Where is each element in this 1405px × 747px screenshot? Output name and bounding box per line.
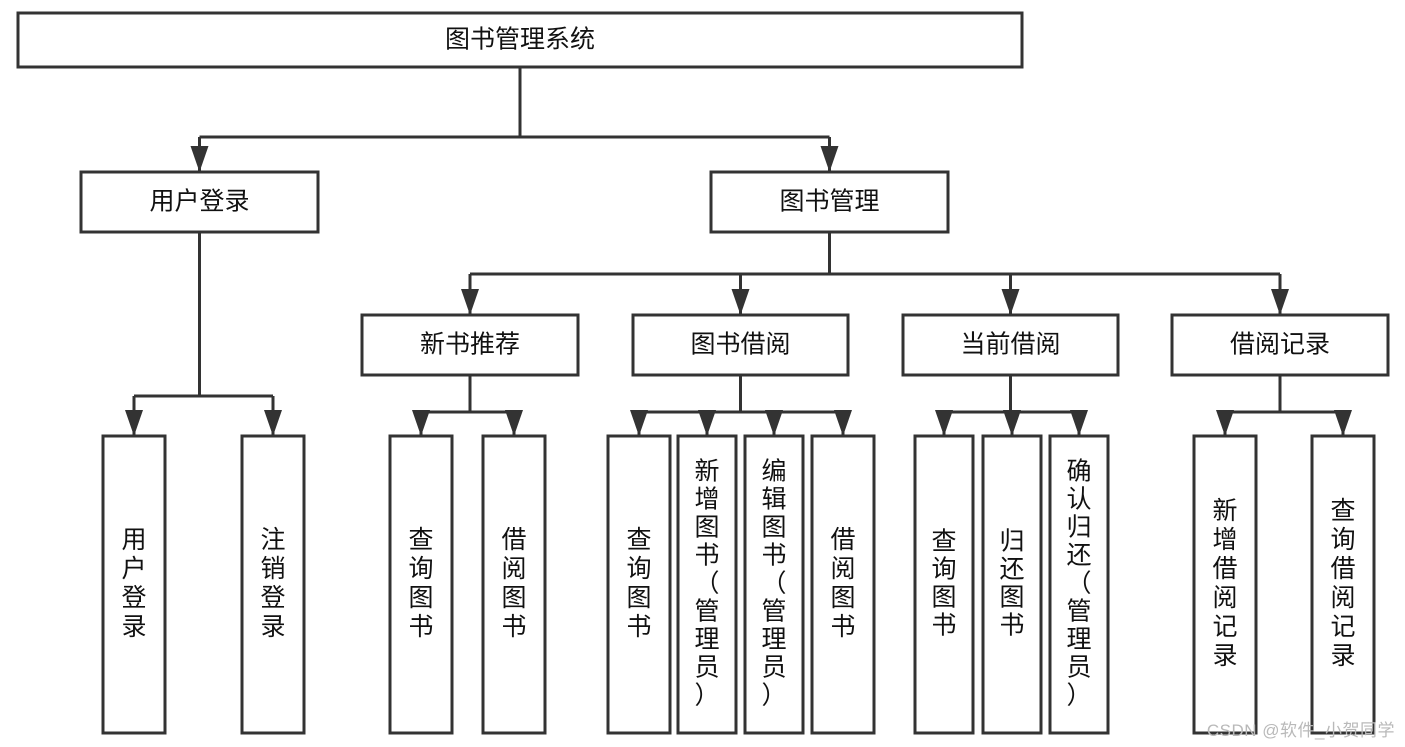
- node-label: 当前借阅: [960, 331, 1060, 359]
- arrow-head-leaf-2-1: [698, 410, 716, 436]
- node-box: [1310, 434, 1376, 735]
- arrow-head-leaf-3-2: [1070, 410, 1088, 436]
- node-label: 确认归还（管理员）: [1066, 457, 1091, 709]
- node-label: 用户登录: [149, 188, 249, 216]
- node-label: 新增图书（管理员）: [694, 457, 719, 709]
- arrow-head-leaf-2-0: [630, 410, 648, 436]
- node-box: [606, 434, 672, 735]
- node-label: 新增借阅记录: [1212, 497, 1237, 670]
- node-图书管理系统[interactable]: 图书管理系统: [16, 11, 1024, 69]
- node-box: [676, 434, 738, 735]
- node-用户登录[interactable]: 用户登录: [79, 170, 320, 234]
- node-label: 图书管理: [779, 188, 879, 216]
- node-label: 借阅图书: [830, 526, 855, 641]
- arrow-head-leaf-1-0: [412, 410, 430, 436]
- node-box: [79, 170, 320, 234]
- arrow-head-level3-1: [731, 289, 750, 315]
- arrow-head-leaf-4-0: [1216, 410, 1234, 436]
- node-box: [631, 313, 850, 377]
- node-box: [388, 434, 454, 735]
- arrow-head-leaf-0-1: [264, 410, 282, 436]
- node-label: 图书管理系统: [445, 26, 595, 54]
- node-label: 图书借阅: [690, 331, 790, 359]
- arrow-head-level3-3: [1271, 289, 1289, 315]
- node-新增图书管理员[interactable]: 新增图书（管理员）: [676, 434, 738, 735]
- node-归还图书[interactable]: 归还图书: [981, 434, 1043, 735]
- arrow-head-level3-0: [461, 289, 479, 315]
- node-box: [913, 434, 975, 735]
- node-查询借阅记录[interactable]: 查询借阅记录: [1310, 434, 1376, 735]
- node-box: [810, 434, 876, 735]
- node-用户登录[interactable]: 用户登录: [101, 434, 167, 735]
- node-label: 查询图书: [931, 527, 956, 639]
- node-box: [901, 313, 1120, 377]
- node-box: [1170, 313, 1390, 377]
- node-新书推荐[interactable]: 新书推荐: [360, 313, 580, 377]
- connector-layer: [125, 67, 1352, 436]
- node-查询图书[interactable]: 查询图书: [913, 434, 975, 735]
- arrow-head-leaf-2-3: [834, 410, 852, 436]
- node-box: [1192, 434, 1258, 735]
- node-借阅记录[interactable]: 借阅记录: [1170, 313, 1390, 377]
- node-label: 查询图书: [408, 526, 433, 641]
- node-查询图书[interactable]: 查询图书: [606, 434, 672, 735]
- arrow-head-leaf-1-1: [505, 410, 523, 436]
- node-box: [101, 434, 167, 735]
- node-注销登录[interactable]: 注销登录: [240, 434, 306, 735]
- node-借阅图书[interactable]: 借阅图书: [810, 434, 876, 735]
- arrow-head-level2-0: [190, 146, 209, 172]
- node-label: 查询图书: [626, 526, 651, 641]
- node-label: 新书推荐: [420, 331, 520, 359]
- node-box: [16, 11, 1024, 69]
- node-label: 归还图书: [999, 527, 1024, 639]
- arrow-head-level2-1: [820, 146, 839, 172]
- node-box: [709, 170, 950, 234]
- node-当前借阅[interactable]: 当前借阅: [901, 313, 1120, 377]
- node-label: 注销登录: [260, 526, 285, 641]
- arrow-head-leaf-2-2: [765, 410, 783, 436]
- node-box: [481, 434, 547, 735]
- node-box: [360, 313, 580, 377]
- arrow-head-leaf-3-0: [935, 410, 953, 436]
- node-box: [743, 434, 805, 735]
- node-label: 查询借阅记录: [1330, 497, 1355, 670]
- node-layer: 图书管理系统用户登录图书管理新书推荐图书借阅当前借阅借阅记录用户登录注销登录查询…: [16, 11, 1390, 735]
- node-label: 借阅图书: [501, 526, 526, 641]
- node-查询图书[interactable]: 查询图书: [388, 434, 454, 735]
- node-box: [240, 434, 306, 735]
- arrow-head-leaf-0-0: [125, 410, 143, 436]
- node-label: 借阅记录: [1230, 331, 1330, 359]
- arrow-head-level3-2: [1001, 289, 1020, 315]
- node-图书借阅[interactable]: 图书借阅: [631, 313, 850, 377]
- node-box: [1048, 434, 1110, 735]
- node-确认归还管理员[interactable]: 确认归还（管理员）: [1048, 434, 1110, 735]
- node-label: 用户登录: [121, 526, 146, 641]
- node-label: 编辑图书（管理员）: [761, 457, 786, 709]
- node-图书管理[interactable]: 图书管理: [709, 170, 950, 234]
- node-编辑图书管理员[interactable]: 编辑图书（管理员）: [743, 434, 805, 735]
- node-box: [981, 434, 1043, 735]
- arrow-head-leaf-4-1: [1334, 410, 1352, 436]
- node-借阅图书[interactable]: 借阅图书: [481, 434, 547, 735]
- node-新增借阅记录[interactable]: 新增借阅记录: [1192, 434, 1258, 735]
- arrow-head-leaf-3-1: [1003, 410, 1021, 436]
